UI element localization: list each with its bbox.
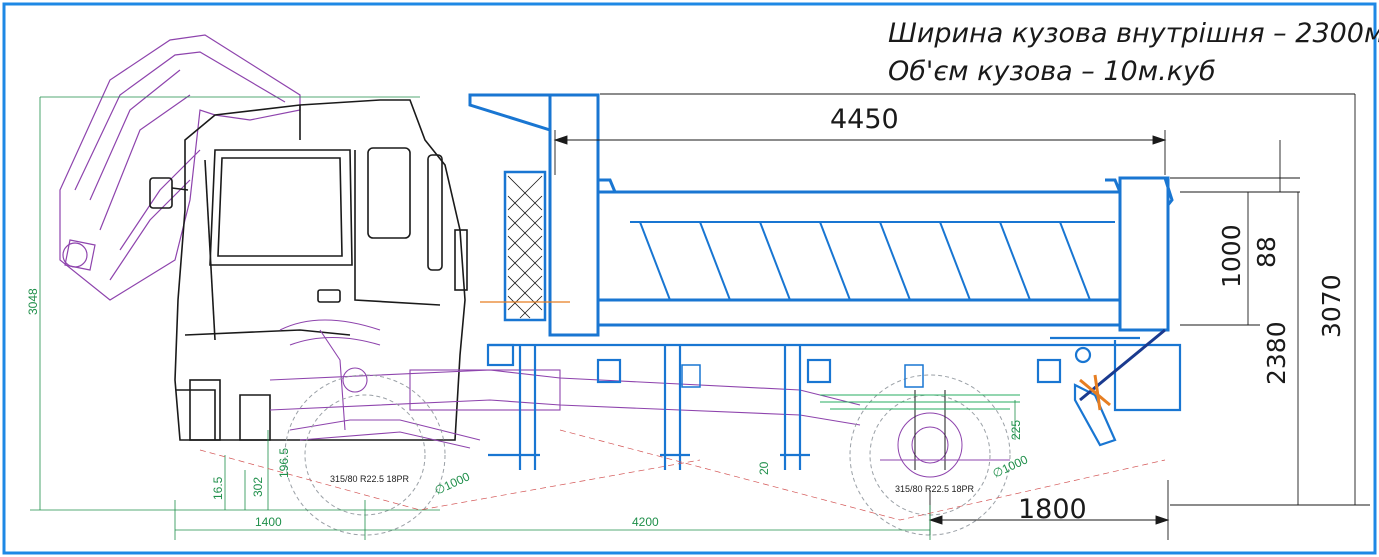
dim-rear-overhang: 1800 [1018,494,1087,525]
cab-outline [149,99,468,441]
dim-cab-height: 3048 [26,288,40,315]
dim-body-height: 1000 [1217,224,1246,288]
dim-total-height: 3070 [1317,274,1346,338]
hydraulic-ram [480,301,1166,411]
rear-suspension [820,394,1020,410]
dim-front-b: 302 [251,477,265,497]
tire-rear-label: 315/80 R22.5 18PR [895,484,975,494]
body-width-label: Ширина кузова внутрішня – 2300мм [888,18,1379,49]
dim-front-a: 16.5 [211,476,225,500]
dim-rear-clearance: 225 [1009,420,1023,440]
dim-wheelbase: 4200 [632,515,659,529]
chassis-dimension-lines [30,96,1016,540]
body-volume-label: Об'єм кузова – 10м.куб [888,56,1216,87]
dim-mid-clearance: 20 [757,461,771,475]
tire-front-label: 315/80 R22.5 18PR [330,474,410,484]
cab-tilted-ghost [59,34,301,301]
dim-side-offset: 88 [1252,236,1281,268]
dim-front-overhang: 1400 [255,515,282,529]
dim-front-c: 196.5 [277,448,291,478]
dim-wheel-dia-front: ∅1000 [432,469,472,498]
dump-body [468,93,1174,337]
front-shield-grille [507,175,543,319]
chassis-drivetrain [269,319,861,449]
dim-body-length: 4450 [830,104,899,135]
subframe [486,336,1182,470]
approach-lines [199,429,1166,521]
dimension-lines [553,93,1370,540]
dim-loading-height: 2380 [1262,321,1291,385]
